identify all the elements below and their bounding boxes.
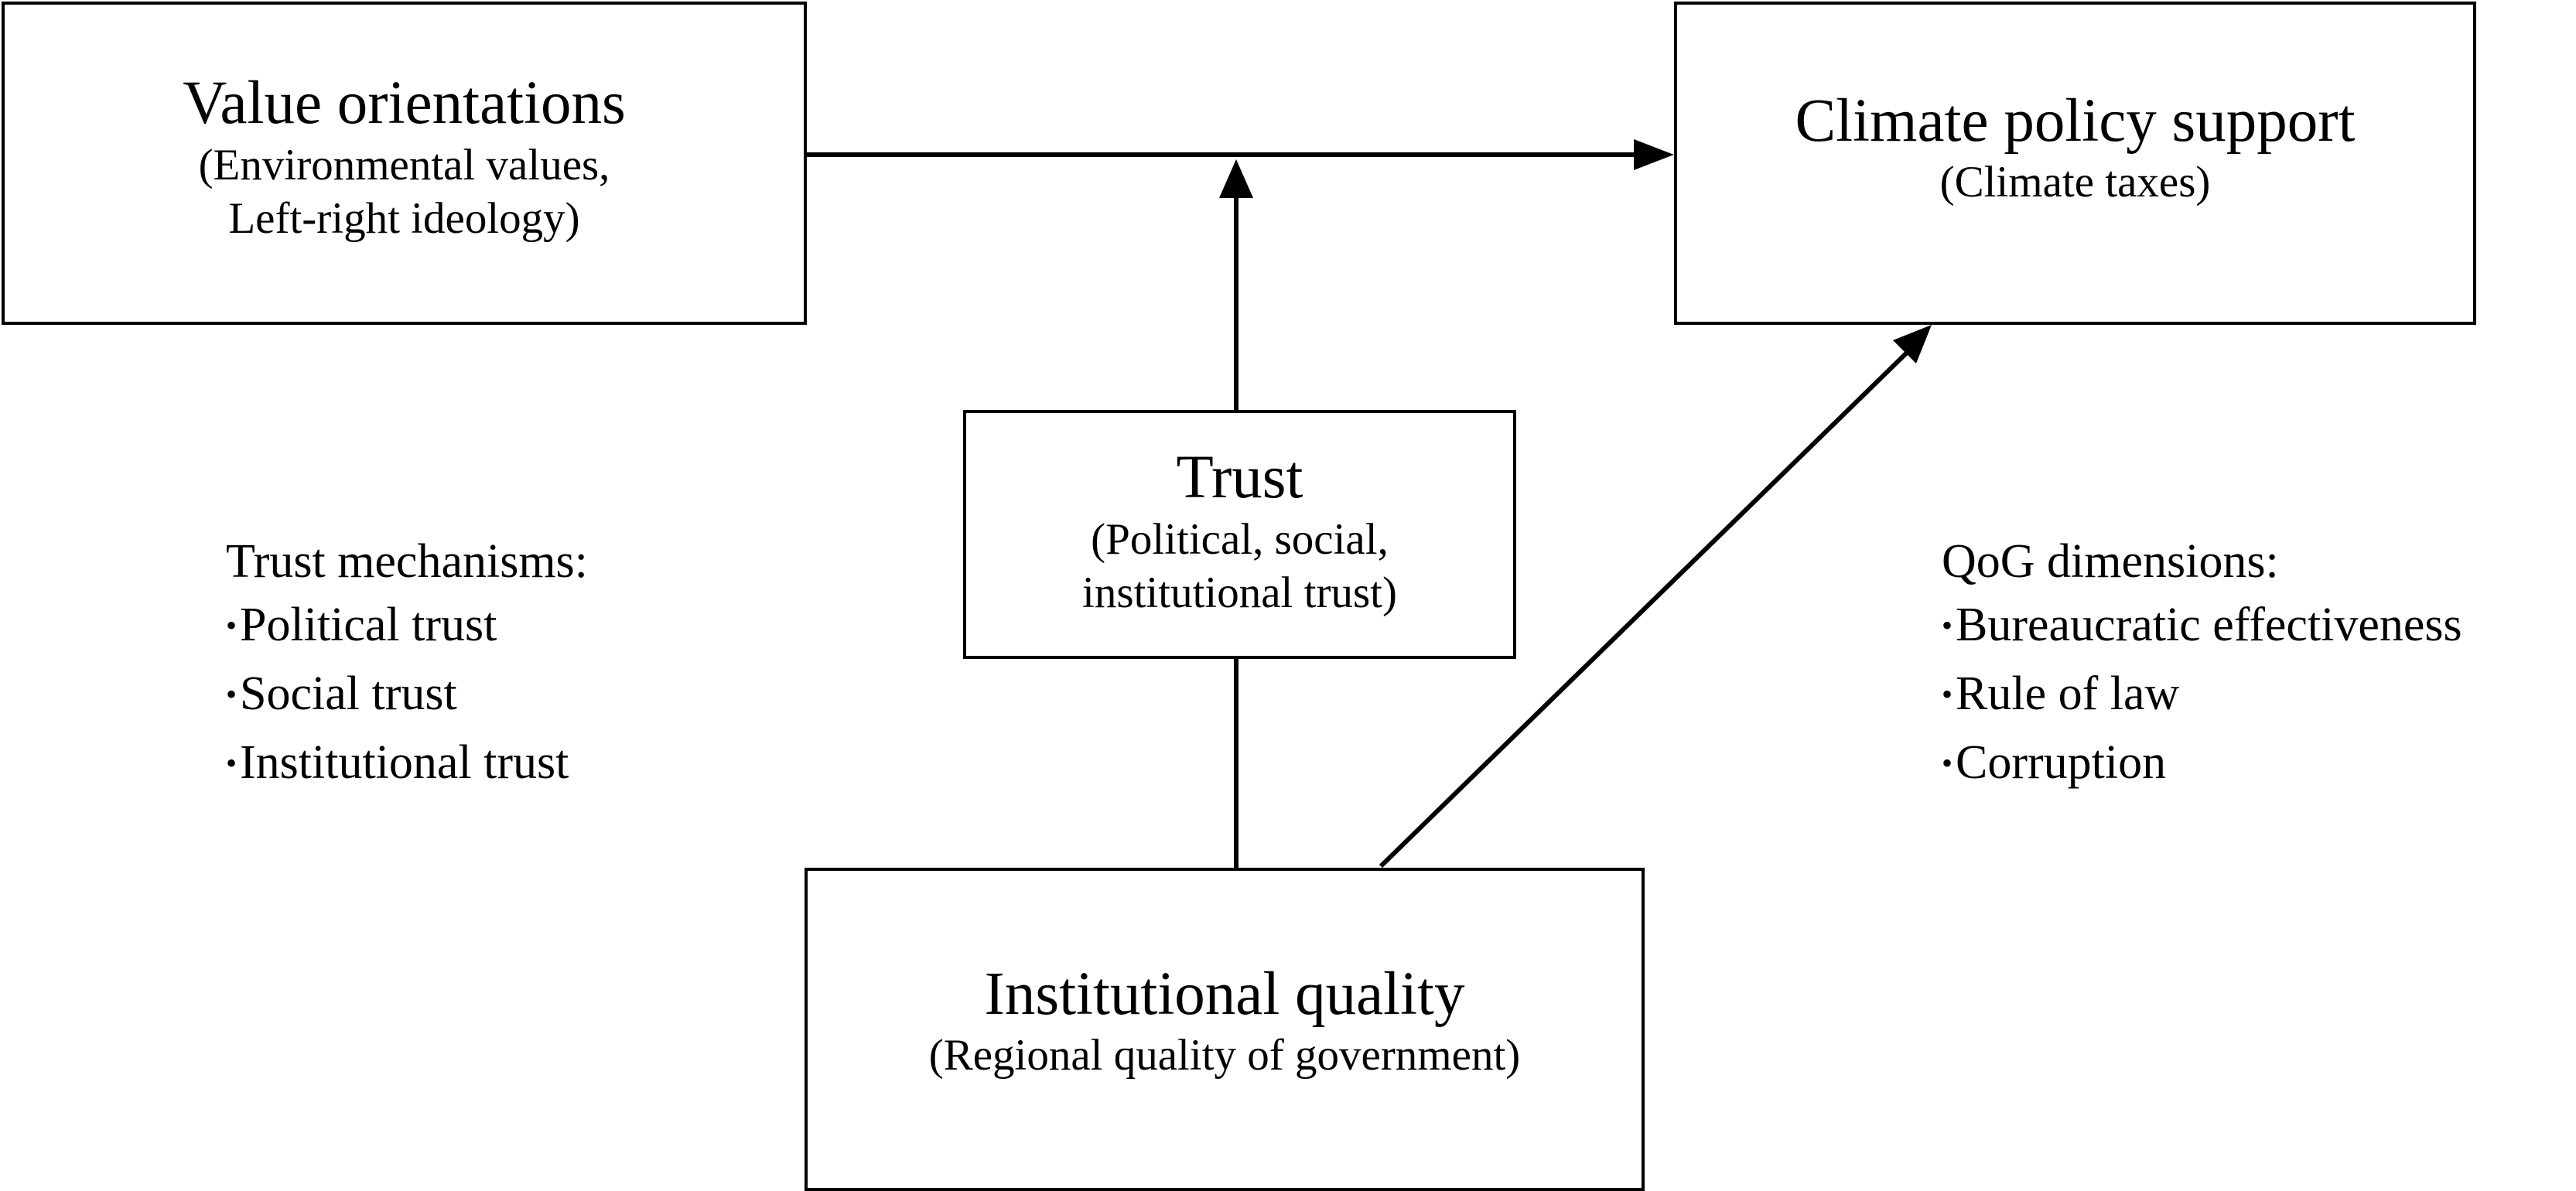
qog-dimensions-list: QoG dimensions: • Bureaucratic effective…	[1942, 530, 2462, 800]
list-item: • Rule of law	[1942, 662, 2462, 731]
list-item: • Political trust	[226, 593, 588, 662]
bullet-icon: •	[226, 746, 237, 780]
node-subtitle-line: (Environmental values,	[198, 140, 610, 189]
node-title: Climate policy support	[1795, 87, 2356, 155]
bullet-icon: •	[1942, 746, 1953, 780]
node-title: Trust	[1176, 444, 1303, 512]
node-subtitle-line: (Climate taxes)	[1939, 158, 2211, 207]
edge-iq-to-climate	[1379, 350, 1909, 869]
list-item: • Social trust	[226, 662, 588, 731]
bullet-icon: •	[1942, 608, 1953, 643]
bullet-icon: •	[226, 608, 237, 643]
node-subtitle-line: (Regional quality of government)	[928, 1031, 1521, 1080]
list-item-label: Rule of law	[1956, 667, 2180, 720]
node-institutional-quality: Institutional quality (Regional quality …	[805, 868, 1645, 1191]
node-subtitle-line: Left-right ideology)	[228, 194, 580, 244]
node-subtitle-line: (Political, social,	[1091, 514, 1389, 564]
bullet-icon: •	[226, 677, 237, 712]
node-title: Institutional quality	[984, 961, 1465, 1028]
list-item-label: Political trust	[240, 599, 497, 651]
list-item: • Bureaucratic effectiveness	[1942, 593, 2462, 662]
arrowhead-values-to-climate	[1634, 139, 1674, 170]
node-title: Value orientations	[183, 70, 626, 138]
bullet-icon: •	[1942, 677, 1953, 712]
node-value-orientations: Value orientations (Environmental values…	[2, 2, 807, 325]
arrowhead-trust-moderation	[1219, 159, 1253, 198]
list-item-label: Social trust	[240, 667, 457, 720]
node-subtitle-line: institutional trust)	[1082, 568, 1397, 618]
list-item-label: Institutional trust	[240, 736, 569, 789]
list-heading: QoG dimensions:	[1942, 535, 2279, 588]
trust-mechanisms-list: Trust mechanisms: • Political trust • So…	[226, 530, 588, 800]
list-item: • Institutional trust	[226, 731, 588, 800]
list-item: • Corruption	[1942, 731, 2462, 800]
node-trust: Trust (Political, social, institutional …	[963, 410, 1516, 659]
arrowhead-iq-to-climate	[1893, 325, 1932, 363]
list-heading: Trust mechanisms:	[226, 535, 588, 588]
list-item-label: Bureaucratic effectiveness	[1956, 599, 2462, 651]
list-item-label: Corruption	[1956, 736, 2167, 789]
node-climate-policy-support: Climate policy support (Climate taxes)	[1674, 2, 2476, 325]
